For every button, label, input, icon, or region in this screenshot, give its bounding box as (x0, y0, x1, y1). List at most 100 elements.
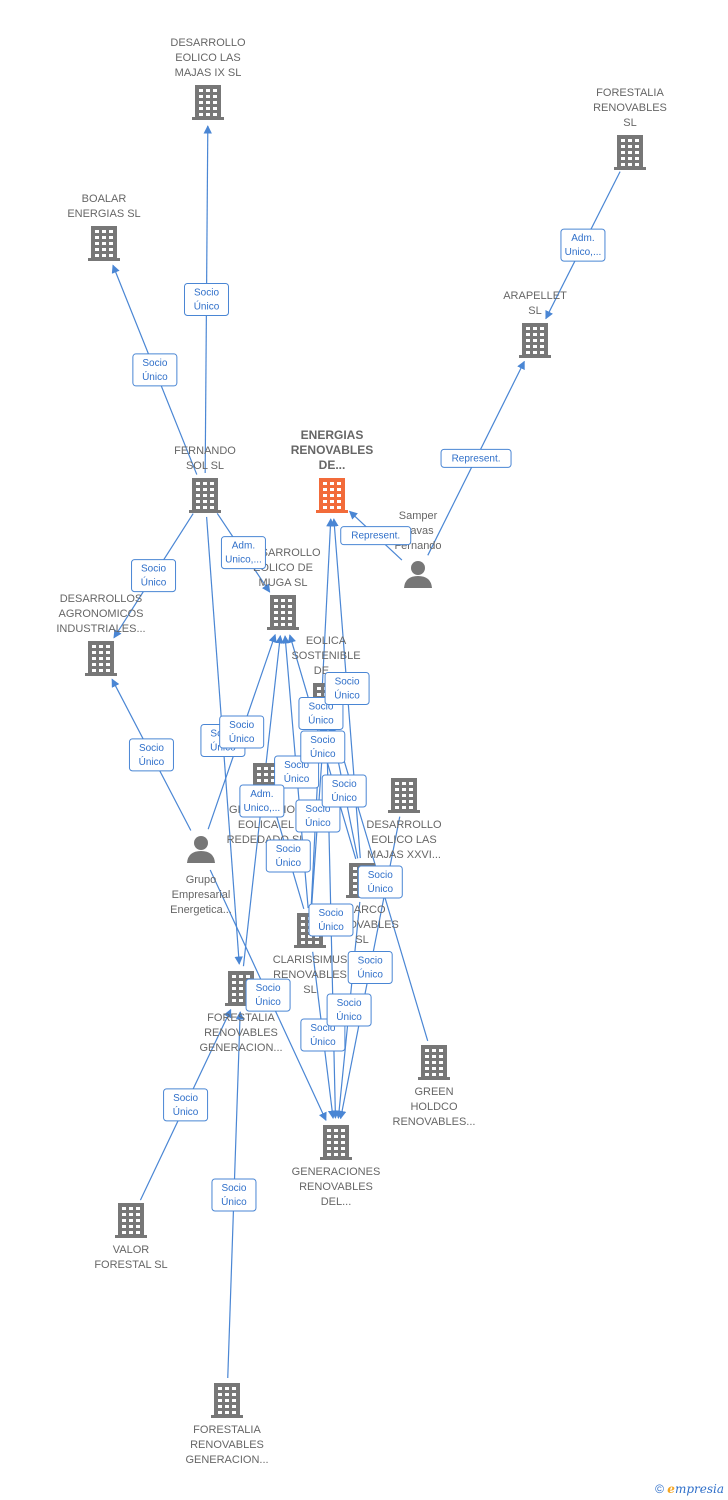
edge-label-text: Represent. (351, 531, 400, 542)
edge-label-text: Socio (332, 779, 357, 790)
edge-label-box[interactable] (128, 738, 174, 772)
edge-label[interactable]: Represent. (440, 448, 512, 468)
edge-label[interactable]: Represent. (340, 526, 412, 546)
company-node-energias_main[interactable]: ENERGIASRENOVABLESDE... (291, 428, 373, 513)
edge-label-box[interactable] (211, 1178, 257, 1212)
edge-label-box[interactable] (183, 282, 229, 316)
edge-label-text: Único (229, 732, 255, 745)
building-icon (189, 478, 221, 513)
edge-label-box[interactable] (298, 696, 344, 730)
node-label-line: RENOVABLES (204, 1027, 278, 1039)
edge-label-text: Socio (310, 1023, 335, 1034)
edge-label-box[interactable] (245, 978, 291, 1012)
edge-label-text: Represent. (452, 453, 501, 464)
edge-label[interactable]: Adm.Unico,... (220, 536, 266, 570)
edge-label-box[interactable] (308, 903, 354, 937)
edge-label-box[interactable] (300, 1018, 346, 1052)
person-node-grupo[interactable]: GrupoEmpresarialEnergetica... (170, 836, 232, 916)
node-label-line: EOLICO DE (253, 562, 313, 574)
edge-label-box[interactable] (220, 536, 266, 570)
edge-label-text: Socio (229, 720, 254, 731)
node-label-line: RENOVABLES (273, 969, 347, 981)
edge-label-box[interactable] (347, 951, 393, 985)
edge-label-box[interactable] (357, 865, 403, 899)
edge-label-box[interactable] (295, 799, 341, 833)
edge-label-box[interactable] (560, 228, 606, 262)
edge-label-box[interactable] (219, 715, 265, 749)
edge-label-text: Único (221, 1195, 247, 1208)
node-label-line: DEL... (321, 1196, 352, 1208)
brand-initial: e (667, 1482, 675, 1496)
edge-label-text: Socio (337, 998, 362, 1009)
node-label-line: FORESTALIA (193, 1424, 261, 1436)
company-node-fernando_sol[interactable]: FERNANDO SOL SL (174, 445, 236, 513)
edge-label-box[interactable] (132, 353, 178, 387)
node-label-line: SL (355, 934, 368, 946)
edge-label-text: Socio (142, 358, 167, 369)
company-node-forestalia_gen2[interactable]: FORESTALIARENOVABLESGENERACION... (185, 1383, 269, 1466)
edge-label-text: Único (139, 755, 165, 768)
edge-label-box[interactable] (265, 839, 311, 873)
edge-label-box[interactable] (239, 784, 285, 818)
edge-label-box[interactable] (326, 993, 372, 1027)
edge-label-box[interactable] (440, 448, 512, 468)
company-node-generaciones_del[interactable]: GENERACIONESRENOVABLESDEL... (292, 1125, 381, 1208)
node-label-line: FERNANDO (174, 445, 236, 457)
edge-label-box[interactable] (340, 526, 412, 546)
node-label-line: INDUSTRIALES... (56, 623, 145, 635)
brand-logo[interactable]: empresia (667, 1482, 724, 1496)
node-label-line: EOLICO LAS (175, 52, 240, 64)
edge-label-box[interactable] (163, 1088, 209, 1122)
building-icon (267, 595, 299, 630)
edge-label-box[interactable] (274, 755, 320, 789)
edge-label-box[interactable] (300, 730, 346, 764)
edge-label[interactable]: Adm.Unico,... (560, 228, 606, 262)
node-label-line: ENERGIAS (301, 428, 364, 442)
node-label-line: SL (303, 984, 316, 996)
edge-label-text: Socio (139, 743, 164, 754)
edge-label-text: Socio (194, 287, 219, 298)
edge-label-text: Unico,... (565, 247, 602, 258)
edge-label[interactable]: Adm.Unico,... (239, 784, 285, 818)
edge-label-box[interactable] (324, 671, 370, 705)
node-label-line: FORESTALIA (596, 87, 664, 99)
edge-label-box[interactable] (131, 559, 177, 593)
edge-label-box[interactable] (321, 774, 367, 808)
node-label-line: SOL SL (186, 460, 224, 472)
node-label-line: RENOVABLES (291, 443, 373, 457)
edge-label-text: Único (173, 1105, 199, 1118)
company-node-green[interactable]: GREENHOLDCORENOVABLES... (393, 1045, 476, 1128)
company-node-agronomicos[interactable]: DESARROLLOSAGRONOMICOSINDUSTRIALES... (56, 593, 146, 676)
edge-label-text: Socio (368, 870, 393, 881)
edge-label-text: Socio (358, 956, 383, 967)
